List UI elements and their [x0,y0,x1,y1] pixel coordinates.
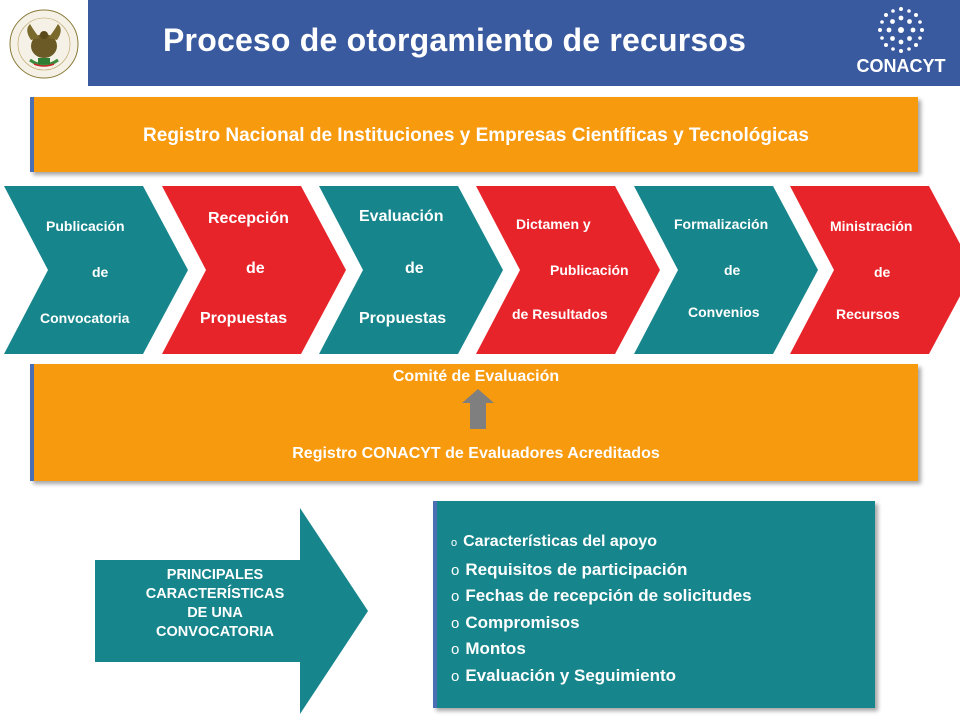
process-step-label: Dictamen y Publicación de Resultados [476,186,660,354]
registro-nacional-band: Registro Nacional de Instituciones y Emp… [30,97,918,172]
up-arrow-icon [462,389,494,429]
process-step-line: Dictamen y [516,216,591,232]
process-step-line: de Resultados [512,306,608,322]
process-step-line: Propuestas [359,310,447,327]
chevron-icon [634,186,818,354]
mexico-seal [0,0,88,86]
bullet-icon: o [451,588,460,605]
principales-line: CONVOCATORIA [156,624,274,640]
process-step-line: de [405,260,424,277]
process-step-line: Evaluación [359,208,444,225]
chevron-icon [319,186,503,354]
process-step-line: Convenios [688,304,760,320]
principales-caracteristicas-label: PRINCIPALES CARACTERÍSTICAS DE UNA CONVO… [100,566,330,642]
registro-evaluadores-text: Registro CONACYT de Evaluadores Acredita… [292,445,660,462]
process-step-line: Propuestas [200,310,288,327]
bullet-icon: o [451,614,460,632]
process-step-line: de [246,260,265,277]
chevron-icon [162,186,346,354]
bullet-icon: o [451,641,460,658]
process-step-line: Publicación [46,218,125,234]
page-title: Proceso de otorgamiento de recursos [163,22,747,58]
bullet-icon: o [451,667,460,685]
principales-arrow-icon [95,508,368,714]
chevron-icon [790,186,960,354]
principales-line: DE UNA [187,605,243,621]
comite-evaluacion-text: Comité de Evaluación [392,368,560,385]
principales-line: PRINCIPALES [166,567,264,583]
process-step: Dictamen y Publicación de Resultados [476,186,660,354]
chevron-icon [4,186,188,354]
process-step-line: Convocatoria [40,310,130,326]
process-step-line: Ministración [830,218,913,234]
conacyt-logo-text: CONACYT [856,56,946,76]
header-bar [88,0,960,86]
process-step-line: Formalización [674,216,769,232]
process-step-line: Recepción [208,210,289,227]
process-step-line: de [92,264,109,280]
eagle-seal-icon [9,9,79,79]
principales-line: CARACTERÍSTICAS [145,586,285,602]
conacyt-logo-icon [878,7,924,53]
registro-nacional-text: Registro Nacional de Instituciones y Emp… [143,125,809,146]
process-step-line: Recursos [836,306,900,322]
conacyt-logo: CONACYT [846,6,956,82]
process-step-line: Publicación [550,262,629,278]
chevron-icon [476,186,660,354]
process-step-line: de [724,262,741,278]
process-step-line: de [874,264,891,280]
bullet-icon: o [451,537,458,549]
bullet-icon: o [451,561,460,579]
